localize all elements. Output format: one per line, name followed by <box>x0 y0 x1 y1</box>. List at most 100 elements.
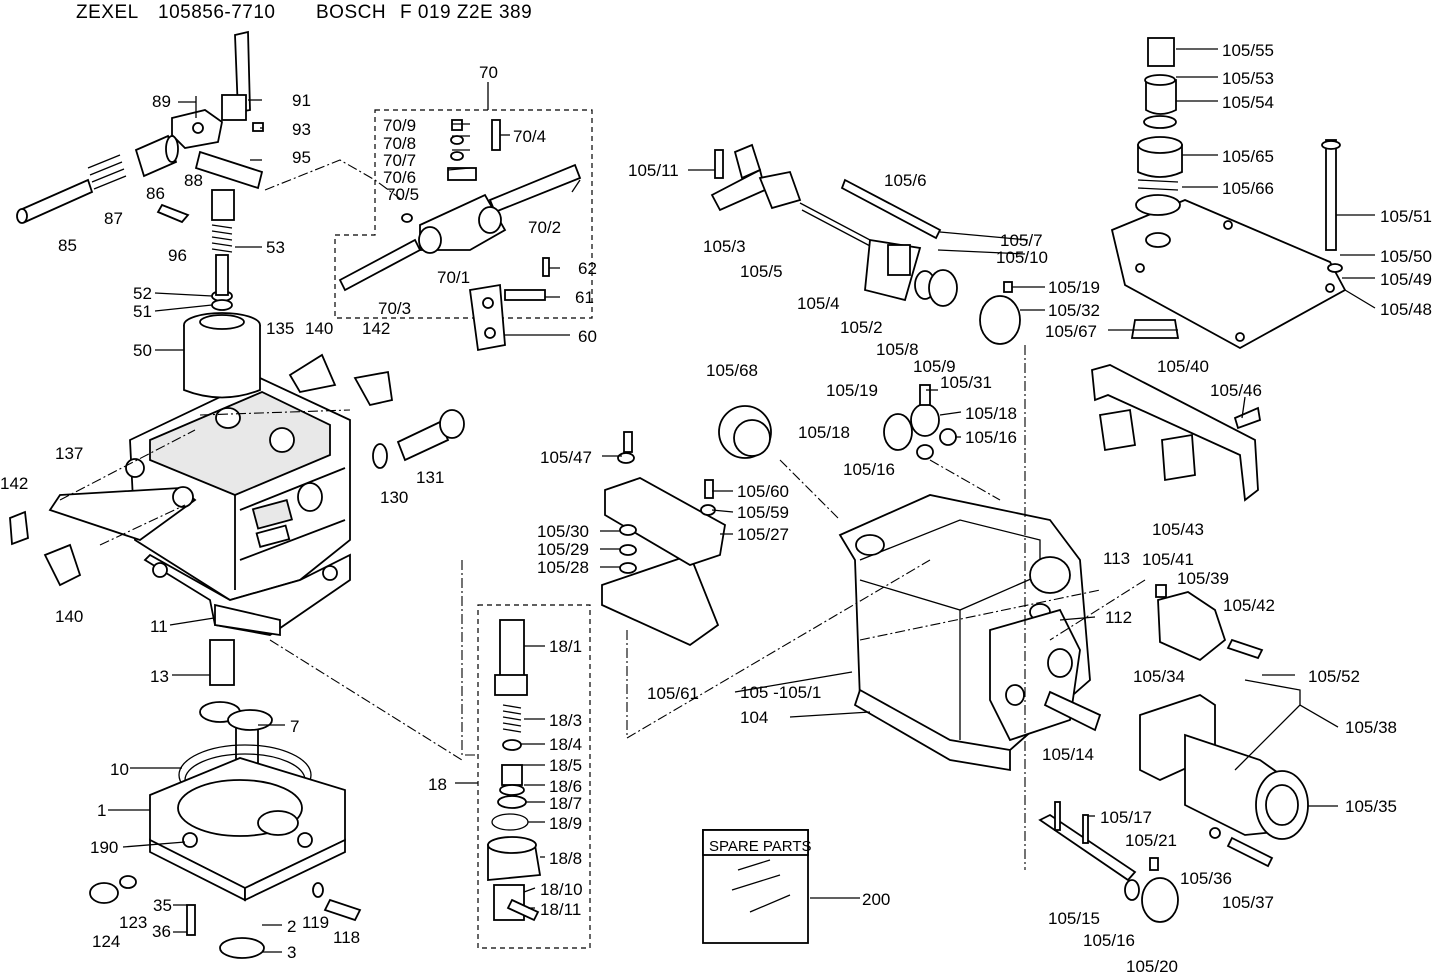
mounting-plate-137 <box>9 353 394 587</box>
label-105-47: 105/47 <box>540 448 592 467</box>
label-105-40: 105/40 <box>1157 357 1209 376</box>
label-105-15: 105/15 <box>1048 909 1100 928</box>
group-18-box <box>477 604 591 949</box>
label-112: 112 <box>1105 608 1132 627</box>
governor-housing <box>129 377 351 637</box>
label-105-1: 105 -105/1 <box>740 683 821 702</box>
label-105-59: 105/59 <box>737 503 789 522</box>
label-70-8: 70/8 <box>383 134 416 153</box>
label-124: 124 <box>92 932 120 951</box>
rack-105-61 <box>601 431 726 647</box>
label-36: 36 <box>152 922 171 941</box>
header-brand-zexel: ZEXEL <box>76 2 139 23</box>
label-86: 86 <box>146 184 165 203</box>
label-10: 10 <box>110 760 129 779</box>
label-105-51: 105/51 <box>1380 207 1432 226</box>
label-130: 130 <box>380 488 408 507</box>
gear-set-105-18 <box>718 384 957 460</box>
label-105-35: 105/35 <box>1345 797 1397 816</box>
label-123: 123 <box>119 913 147 932</box>
label-105-18-right: 105/18 <box>965 404 1017 423</box>
label-142-left: 142 <box>0 474 28 493</box>
label-140-left: 140 <box>55 607 83 626</box>
label-51: 51 <box>133 302 152 321</box>
label-93: 93 <box>292 120 311 139</box>
label-70-4: 70/4 <box>513 127 546 146</box>
label-131: 131 <box>416 468 444 487</box>
governor-spring-assembly <box>211 189 235 311</box>
label-89: 89 <box>152 92 171 111</box>
label-105-66: 105/66 <box>1222 179 1274 198</box>
label-105-20: 105/20 <box>1126 957 1178 976</box>
label-118: 118 <box>333 928 360 947</box>
connector-lines <box>59 159 1146 870</box>
label-105-16-left: 105/16 <box>843 460 895 479</box>
label-70-2: 70/2 <box>528 218 561 237</box>
label-105-61: 105/61 <box>647 684 699 703</box>
label-18-8: 18/8 <box>549 849 582 868</box>
label-140-top: 140 <box>305 319 333 338</box>
header-brand-bosch: BOSCH <box>316 2 387 23</box>
label-60: 60 <box>578 327 597 346</box>
label-105-49: 105/49 <box>1380 270 1432 289</box>
label-61: 61 <box>575 288 594 307</box>
label-190: 190 <box>90 838 118 857</box>
bracket-105-39 <box>1155 584 1264 662</box>
group-70-box <box>334 109 593 319</box>
label-105-54: 105/54 <box>1222 93 1274 112</box>
label-18-11: 18/11 <box>540 900 581 919</box>
label-18-7: 18/7 <box>549 794 582 813</box>
label-1: 1 <box>97 801 106 820</box>
label-70-3: 70/3 <box>378 299 411 318</box>
label-50: 50 <box>133 341 152 360</box>
label-105-7: 105/7 <box>1000 231 1043 250</box>
label-105-6: 105/6 <box>884 171 927 190</box>
control-shaft-70 <box>338 119 582 352</box>
label-18-5: 18/5 <box>549 756 582 775</box>
label-105-27: 105/27 <box>737 525 789 544</box>
top-cover-105-48 <box>1110 37 1347 350</box>
label-2: 2 <box>287 917 296 936</box>
label-135: 135 <box>266 319 294 338</box>
label-96: 96 <box>168 246 187 265</box>
label-105-68: 105/68 <box>706 361 758 380</box>
label-105-46: 105/46 <box>1210 381 1262 400</box>
linkage-105 <box>710 143 1021 345</box>
governor-weight-cylinder <box>183 312 261 399</box>
label-105-14: 105/14 <box>1042 745 1094 764</box>
spare-parts-label: SPARE PARTS <box>709 838 812 855</box>
label-105-4: 105/4 <box>797 294 840 313</box>
label-105-42: 105/42 <box>1223 596 1275 615</box>
label-105-53: 105/53 <box>1222 69 1274 88</box>
label-35: 35 <box>153 896 172 915</box>
label-105-11: 105/11 <box>628 161 679 180</box>
label-62: 62 <box>578 259 597 278</box>
label-105-39: 105/39 <box>1177 569 1229 588</box>
label-105-67: 105/67 <box>1045 322 1097 341</box>
label-105-30: 105/30 <box>537 522 589 541</box>
label-87: 87 <box>104 209 123 228</box>
label-105-2: 105/2 <box>840 318 883 337</box>
label-3: 3 <box>287 943 296 962</box>
label-105-16-bottom: 105/16 <box>1083 931 1135 950</box>
label-105-65: 105/65 <box>1222 147 1274 166</box>
label-105-37: 105/37 <box>1222 893 1274 912</box>
label-105-10: 105/10 <box>996 248 1048 267</box>
label-13: 13 <box>150 667 169 686</box>
label-18: 18 <box>428 775 447 794</box>
control-lever-assembly <box>171 30 264 190</box>
label-105-41: 105/41 <box>1142 550 1194 569</box>
header-part-number-bosch: F 019 Z2E 389 <box>400 2 533 23</box>
label-105-8: 105/8 <box>876 340 919 359</box>
label-105-48: 105/48 <box>1380 300 1432 319</box>
label-91: 91 <box>292 91 311 110</box>
shaft-left <box>16 134 190 224</box>
label-113: 113 <box>1103 549 1130 568</box>
leader-lines <box>108 48 1376 953</box>
header-part-number-zexel: 105856-7710 <box>158 2 276 23</box>
label-105-55: 105/55 <box>1222 41 1274 60</box>
label-105-19-mid: 105/19 <box>826 381 878 400</box>
label-7: 7 <box>290 717 299 736</box>
